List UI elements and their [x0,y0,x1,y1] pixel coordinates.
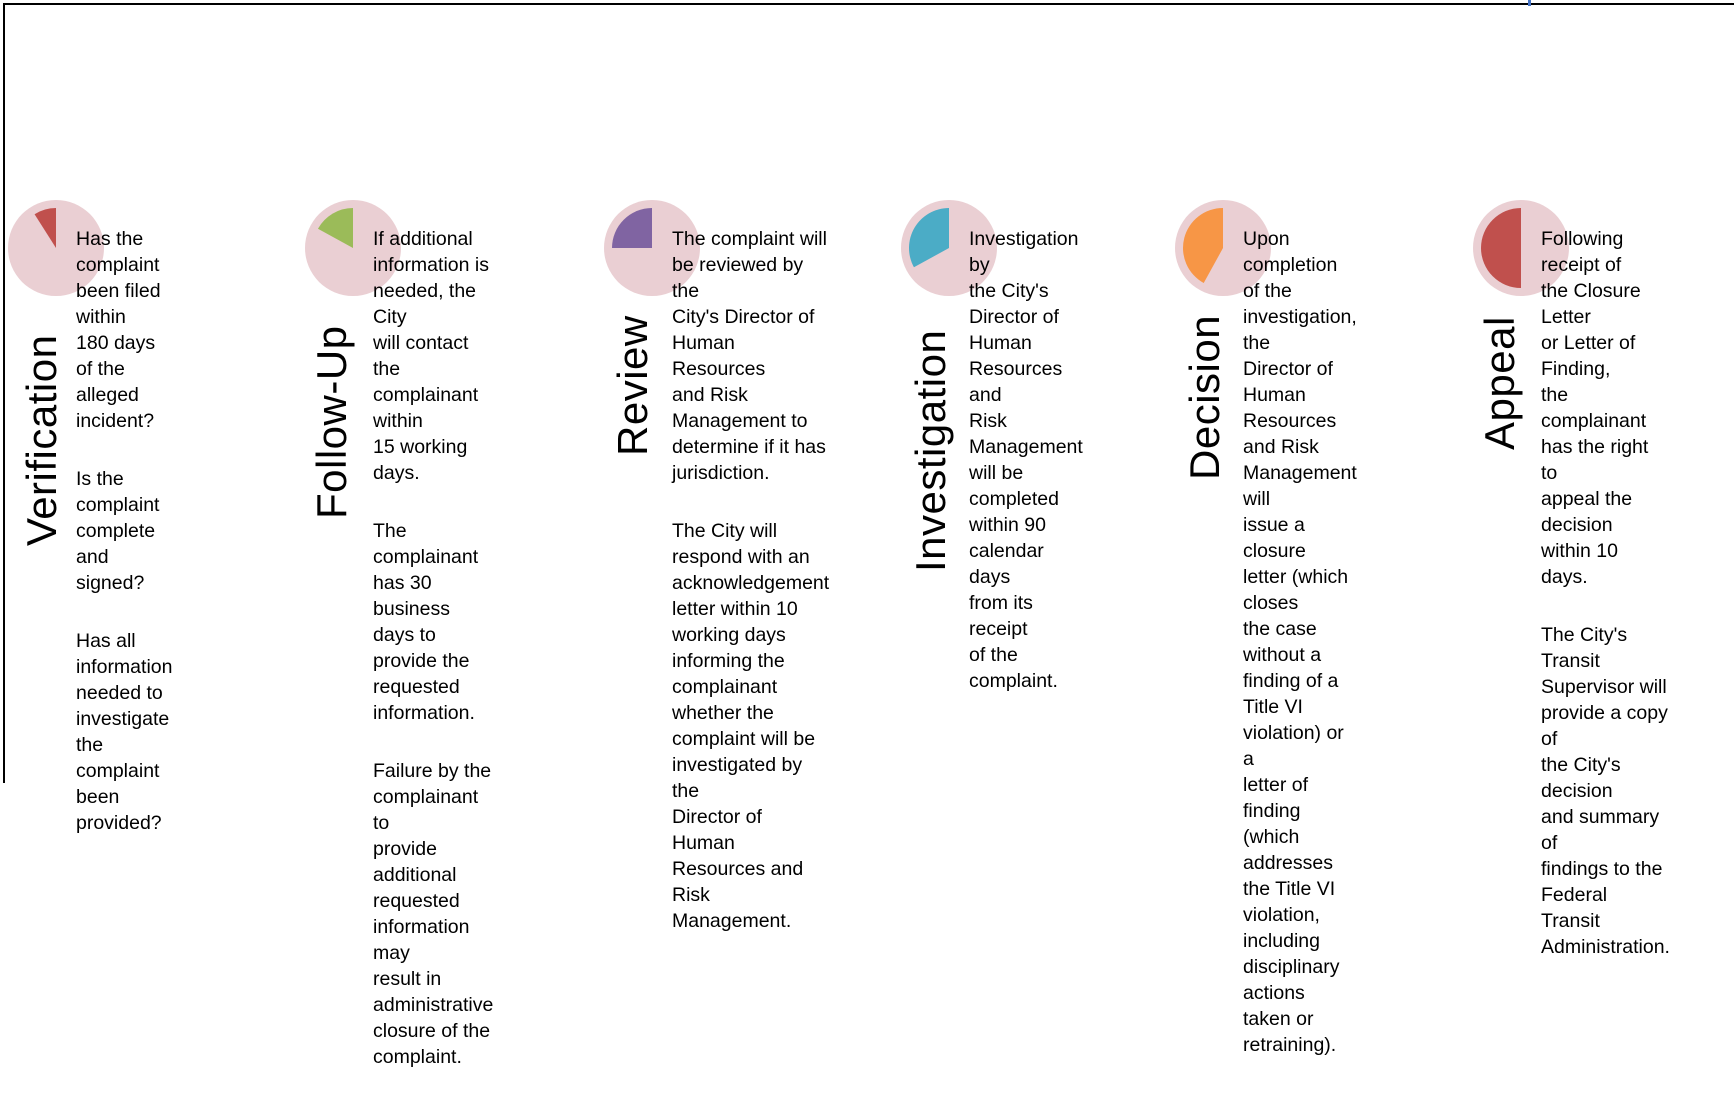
step-description-decision: Upon completion of the investigation, th… [1243,200,1357,1090]
paragraph: Following receipt of the Closure Letter … [1541,228,1649,588]
step-description-verification: Has the complaint been filed within 180 … [76,200,172,868]
paragraph: The City will respond with an acknowledg… [672,520,830,932]
step-title-text: Decision [1181,314,1228,480]
paragraph: Failure by the complainant to provide ad… [373,760,494,1068]
paragraph: Upon completion of the investigation, th… [1243,228,1357,1056]
paragraph: Has all information needed to investigat… [76,630,173,834]
corner-mark [1528,0,1531,6]
pie-icon-appeal [1473,200,1569,296]
paragraph: Investigation by the City's Director of … [969,228,1083,692]
step-title-text: Investigation [907,329,954,572]
step-title-text: Appeal [1476,316,1523,450]
pie-slice [1183,208,1223,284]
paragraph: If additional information is needed, the… [373,228,489,484]
pie-icon-review [604,200,700,296]
step-description-investigation: Investigation by the City's Director of … [969,200,1083,726]
step-title-text: Review [609,315,656,456]
pie-icon-follow-up [305,200,401,296]
paragraph: The City's Transit Supervisor will provi… [1541,624,1670,958]
pie-slice [34,208,56,248]
pie-icon-investigation [901,200,997,296]
pie-icon-decision [1175,200,1271,296]
paragraph: The complaint will be reviewed by the Ci… [672,228,827,484]
pie-slice [317,208,353,248]
step-title-text: Verification [18,334,65,546]
pie-slice [612,208,652,248]
paragraph: The complainant has 30 business days to … [373,520,479,724]
step-title-text: Follow-Up [308,325,355,519]
step-description-appeal: Following receipt of the Closure Letter … [1541,200,1670,992]
diagram-frame [3,3,1734,783]
paragraph: Has the complaint been filed within 180 … [76,228,161,432]
step-description-follow-up: If additional information is needed, the… [373,200,493,1102]
pie-slice [1481,208,1521,288]
paragraph: Is the complaint complete and signed? [76,468,160,594]
pie-icon-verification [8,200,104,296]
step-description-review: The complaint will be reviewed by the Ci… [672,200,829,966]
pie-slice [909,208,949,268]
